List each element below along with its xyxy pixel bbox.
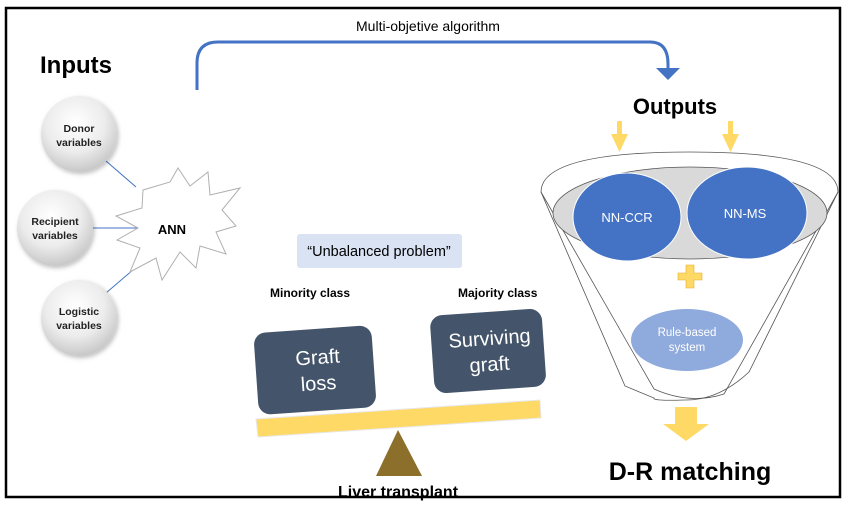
ann-starburst-icon	[114, 167, 242, 282]
result-label: D-R matching	[609, 458, 772, 486]
multi-objective-arrow	[195, 40, 680, 90]
arrow-head-icon	[656, 68, 680, 80]
donor-line2: variables	[56, 137, 102, 149]
minority-class-label: Minority class	[270, 286, 350, 300]
model-nn-ccr	[572, 172, 682, 262]
rule-based-system	[631, 309, 743, 371]
recipient-line1: Recipient	[31, 216, 79, 228]
minority-box-line2: loss	[300, 372, 337, 396]
arrow-path	[195, 40, 670, 90]
majority-class-label: Majority class	[458, 286, 538, 300]
rule-based-line2: system	[669, 342, 705, 354]
fulcrum-label: Liver transplant	[338, 484, 459, 501]
minority-box	[254, 325, 376, 415]
logistic-line2: variables	[56, 320, 102, 332]
minority-box-line1: Graft	[295, 345, 341, 370]
ann-label: ANN	[158, 222, 186, 237]
input-node-logistic	[41, 280, 117, 356]
recipient-line2: variables	[32, 230, 78, 242]
connector-donor-ann	[105, 160, 137, 188]
fulcrum-icon	[376, 430, 422, 476]
model-nn-ms-label: NN-MS	[724, 206, 767, 221]
connector-logistic-ann	[105, 268, 135, 294]
problem-label: “Unbalanced problem”	[307, 244, 451, 260]
input-node-donor	[41, 96, 117, 172]
seesaw-beam	[255, 399, 542, 438]
plus-icon	[677, 264, 703, 289]
yellow-arrow-right-icon	[722, 121, 739, 152]
model-nn-ccr-label: NN-CCR	[601, 210, 652, 225]
inputs-heading: Inputs	[40, 52, 112, 79]
donor-line1: Donor	[64, 123, 95, 135]
algorithm-label: Multi-objetive algorithm	[356, 18, 500, 34]
logistic-line1: Logistic	[59, 306, 99, 318]
input-node-recipient	[17, 190, 93, 266]
rule-based-line1: Rule-based	[658, 327, 717, 339]
yellow-arrow-left-icon	[611, 121, 628, 152]
funnel-body	[540, 191, 839, 399]
result-arrow-icon	[663, 407, 709, 441]
model-nn-ms	[686, 166, 808, 260]
majority-box-line2: graft	[469, 353, 511, 378]
majority-box	[430, 308, 546, 394]
problem-box	[297, 234, 462, 268]
outputs-heading: Outputs	[633, 94, 717, 119]
